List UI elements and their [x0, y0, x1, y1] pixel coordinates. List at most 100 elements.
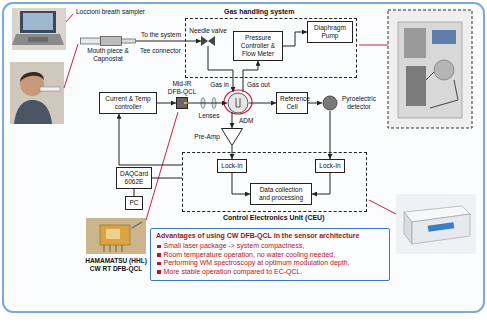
process-box: Data collection and processing	[250, 183, 312, 205]
box-label: Diaphragm Pump	[311, 24, 349, 40]
photo-ground	[12, 8, 66, 50]
bullet-mark	[157, 262, 161, 266]
amplifier-node: Pre-Amp	[194, 128, 243, 146]
ceu-display	[428, 222, 455, 232]
laser-window	[106, 229, 120, 239]
bullet-text: Room temperature operation, no water coo…	[164, 251, 336, 259]
connector	[208, 46, 233, 92]
region-heading: Gas handling system	[224, 8, 294, 16]
person-hair	[20, 72, 44, 82]
free-label: HAMAMATSU (HHL) CW RT DFB-QCL	[82, 257, 150, 273]
box-label: Data collection and processing	[254, 186, 308, 202]
highlight-ring	[224, 90, 252, 114]
bullet-text: Small laser package -> system compactnes…	[164, 242, 305, 250]
connector	[232, 173, 250, 194]
process-box: DAQCard 6062E	[116, 167, 152, 189]
free-label: Gas out	[247, 81, 270, 89]
connector	[119, 114, 182, 165]
photo-ground	[86, 218, 146, 254]
note-panel: Advantages of using CW DFB-QCL in the se…	[150, 228, 390, 281]
laser-package	[100, 225, 130, 245]
tuning-fork	[236, 98, 240, 107]
process-box: Pressure Controller & Flow Meter	[233, 31, 283, 60]
laptop-photo	[12, 8, 66, 50]
connector	[312, 173, 330, 194]
connector	[283, 32, 307, 46]
free-label: Loccioni breath sampler	[76, 8, 145, 16]
person-photo	[10, 62, 64, 124]
photo-frame	[388, 10, 472, 128]
person-body	[14, 100, 52, 124]
leader-line	[369, 200, 396, 214]
pump-block	[404, 28, 426, 58]
laser-body	[177, 98, 188, 109]
photo-leader-lines	[64, 14, 396, 220]
ceu-front	[412, 214, 470, 244]
photo-ground	[396, 194, 476, 254]
free-label: Lenses	[199, 112, 220, 120]
ceu-side	[404, 212, 412, 244]
shape-label: Needle valve	[189, 27, 227, 35]
shape-holder	[221, 128, 243, 146]
circle-symbol	[322, 95, 338, 111]
tube-symbol	[80, 36, 136, 46]
amplifier-triangle	[222, 129, 243, 146]
shape-holder	[176, 97, 188, 109]
laser-facet	[184, 102, 188, 104]
laptop-keys	[28, 37, 48, 42]
panel-row: More stable operation compared to EC-QCL…	[156, 268, 384, 276]
process-box: PC	[125, 196, 142, 210]
leader-line	[66, 14, 73, 22]
box-label: Lock-In	[319, 162, 340, 170]
cell-node: ADM	[227, 92, 253, 125]
photo-ground	[10, 62, 64, 124]
free-label: Gas in	[210, 81, 229, 89]
bullet-text: Performing WM spectroscopy at optimum mo…	[164, 259, 350, 267]
shape-label: Pre-Amp	[194, 133, 220, 141]
mouthpiece-node: Mouth piece & Capnostat	[80, 36, 136, 63]
box-label: Lock-In	[221, 162, 242, 170]
outer-frame	[3, 3, 484, 312]
box-label: Pressure Controller & Flow Meter	[237, 34, 279, 57]
tri-symbol	[221, 128, 243, 146]
circle-outline	[323, 96, 337, 110]
valve-block	[406, 66, 426, 106]
subsystem-region: Lock-In Lock-InData collection and proces…	[182, 152, 367, 212]
shape-holder	[227, 92, 249, 114]
region-heading: Control Electronics Unit (CEU)	[223, 214, 325, 222]
connector	[188, 103, 227, 104]
connector	[249, 103, 276, 104]
laptop-lid	[20, 11, 56, 33]
connector	[134, 189, 135, 196]
connector	[152, 178, 182, 179]
valve-symbol	[201, 36, 215, 46]
bullet-mark	[157, 245, 161, 249]
leader-line	[146, 112, 178, 220]
laser-node: Mid-IR DFB-QCL	[164, 80, 200, 109]
panel-title: Advantages of using CW DFB-QCL in the se…	[156, 232, 359, 240]
circle-symbol	[227, 92, 249, 114]
valve-half	[201, 36, 208, 46]
capnostat-part	[101, 37, 122, 46]
gas-tubing	[426, 72, 458, 108]
box-label: PC	[129, 199, 138, 207]
gas-rack	[398, 22, 462, 118]
circle-outline	[228, 93, 248, 113]
panel-row: Performing WM spectroscopy at optimum mo…	[156, 259, 384, 267]
detector-node: Pyroelectric detector	[322, 95, 379, 111]
shape-holder	[80, 36, 136, 46]
laser-symbol	[176, 97, 188, 109]
process-box: Reference Cell	[276, 92, 308, 114]
shape-label: Mid-IR DFB-QCL	[164, 80, 200, 96]
panel-row: Room temperature operation, no water coo…	[156, 251, 384, 259]
ceu-photo	[396, 194, 476, 254]
mouthpiece-tube	[40, 87, 60, 91]
leader-line	[359, 45, 388, 46]
leader-line	[64, 44, 78, 88]
connector	[308, 103, 322, 104]
valve-half	[208, 36, 215, 46]
laptop-screen	[23, 13, 53, 30]
controller-block	[432, 30, 456, 44]
free-label: Tee connector	[140, 47, 181, 55]
